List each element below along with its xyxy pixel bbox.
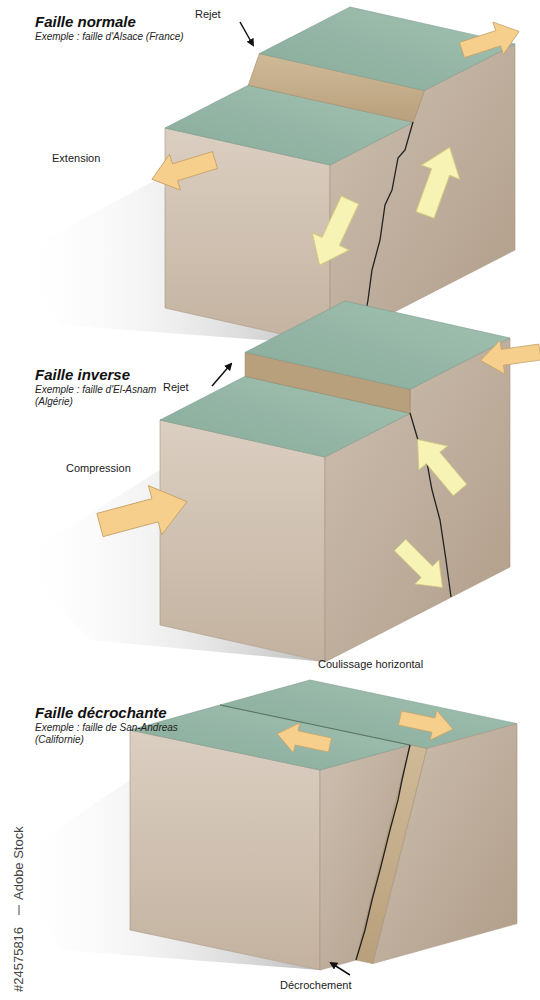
example-caption: Exemple : faille d'El-Asnam (Algérie) xyxy=(35,384,185,408)
normal-fault-block xyxy=(15,7,524,345)
motion-arrow xyxy=(301,191,368,273)
motion-arrow xyxy=(406,140,469,222)
stress-arrow xyxy=(93,477,193,550)
leader-arrow xyxy=(331,963,350,975)
stress-arrow xyxy=(146,142,220,197)
block-face xyxy=(160,420,325,662)
motion-arrow xyxy=(403,427,474,502)
section-title: Faille inverse xyxy=(35,366,130,383)
watermark-separator xyxy=(19,905,20,915)
fault-trace xyxy=(356,745,410,960)
motion-arrow xyxy=(274,719,333,760)
stress-arrow xyxy=(457,15,525,66)
stress-label: Compression xyxy=(66,462,131,475)
motion-arrow xyxy=(388,533,454,599)
offset-label: Décrochement xyxy=(280,979,352,992)
block-face xyxy=(373,724,517,964)
offset-label: Rejet xyxy=(163,381,189,394)
strike-slip-block xyxy=(10,680,517,975)
fault-trace xyxy=(363,122,413,328)
block-top xyxy=(245,301,510,389)
offset-label: Rejet xyxy=(195,8,221,21)
section-title: Faille décrochante xyxy=(35,704,167,721)
section-title: Faille normale xyxy=(35,13,136,30)
watermark: Adobe Stock xyxy=(12,826,26,900)
motion-label: Coulissage horizontal xyxy=(318,658,423,671)
stress-label: Extension xyxy=(52,152,100,165)
leader-arrow xyxy=(240,22,253,45)
reverse-fault-block xyxy=(15,301,540,662)
block-face xyxy=(130,730,320,970)
leader-arrow xyxy=(212,364,231,386)
motion-arrow xyxy=(397,703,456,744)
example-caption: Exemple : faille d'Alsace (France) xyxy=(35,31,235,43)
example-caption: Exemple : faille de San-Andreas (Califor… xyxy=(35,722,200,746)
stress-arrow xyxy=(478,335,540,377)
watermark: #24575816 xyxy=(12,927,26,992)
